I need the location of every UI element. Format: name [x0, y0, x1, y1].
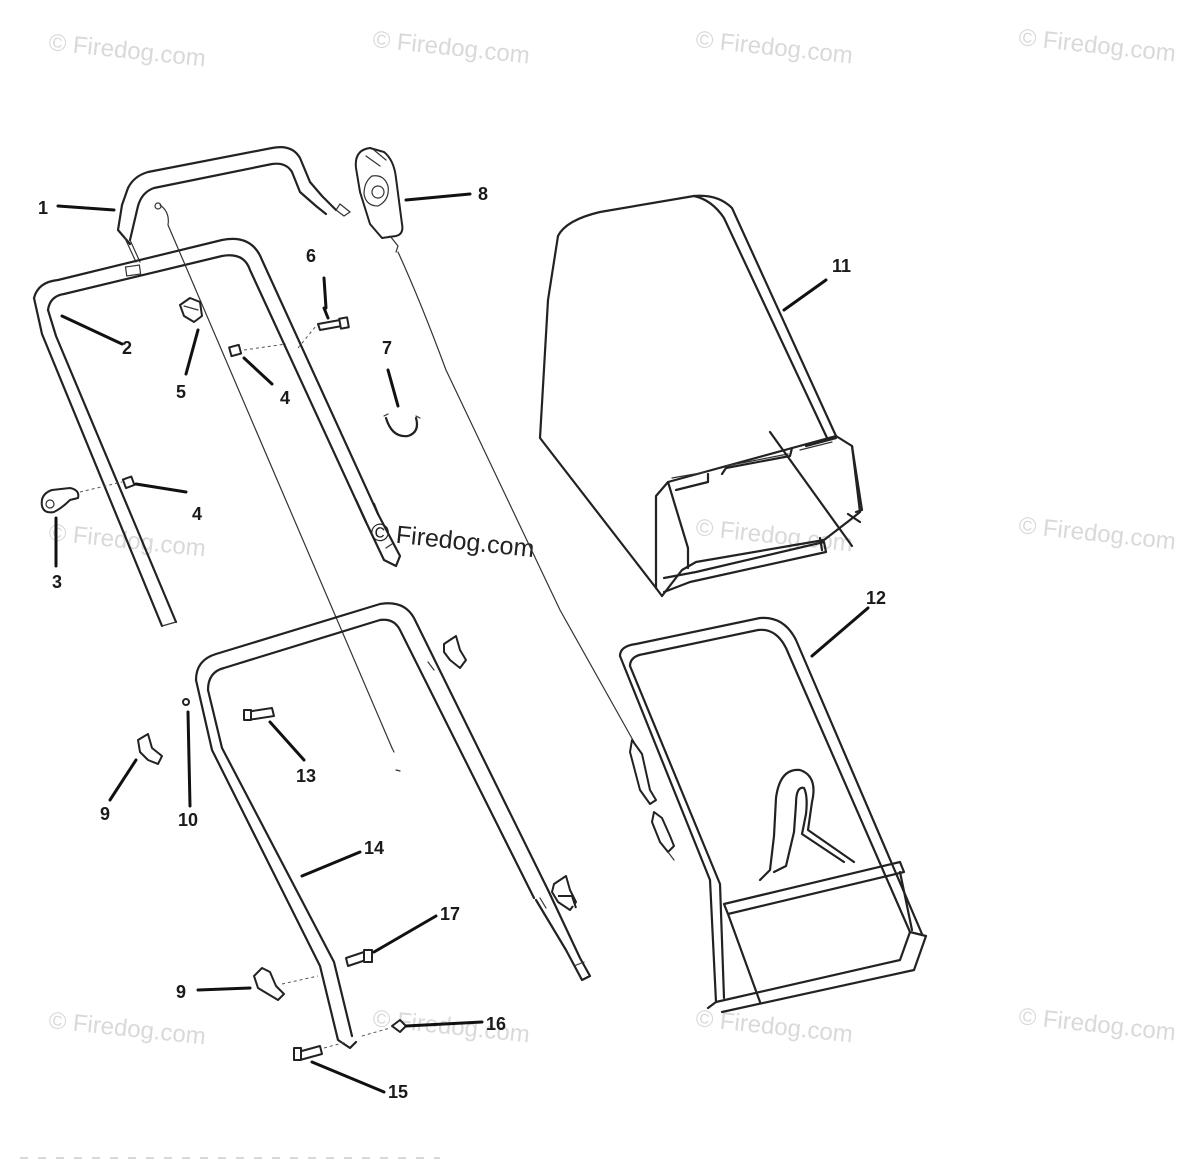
callout-14: 14 — [364, 838, 384, 858]
part-grass-bag — [538, 194, 864, 598]
callout-8: 8 — [478, 184, 488, 204]
callout-9-lower: 9 — [176, 982, 186, 1002]
watermark-layer: © Firedog.com © Firedog.com © Firedog.co… — [47, 24, 1177, 1050]
watermark-bottom-right: © Firedog.com — [1017, 1003, 1177, 1046]
part-control-lever — [354, 147, 675, 861]
part-nut-and-bolt-upper — [228, 316, 350, 358]
callout-1: 1 — [38, 198, 48, 218]
callout-12: 12 — [866, 588, 886, 608]
callout-15: 15 — [388, 1082, 408, 1102]
callout-10: 10 — [178, 810, 198, 830]
part-lower-handle — [194, 602, 592, 1050]
watermark-bottom-center-right: © Firedog.com — [694, 1005, 854, 1048]
callout-16: 16 — [486, 1014, 506, 1034]
part-middle-handle — [32, 237, 402, 628]
callout-11: 11 — [832, 256, 851, 276]
callout-5: 5 — [176, 382, 186, 402]
watermark-top-center-left: © Firedog.com — [371, 26, 531, 69]
watermark-center: © Firedog.com — [369, 518, 535, 563]
part-bag-frame — [618, 616, 928, 1014]
callout-13: 13 — [296, 766, 316, 786]
callout-4-upper: 4 — [280, 388, 290, 408]
watermark-top-center-right: © Firedog.com — [694, 26, 854, 69]
part-knob-and-nut-lower — [40, 475, 136, 514]
callout-labels: 1 2 3 4 4 5 6 7 8 9 9 10 11 12 13 14 15 … — [38, 184, 886, 1102]
watermark-top-left: © Firedog.com — [47, 29, 207, 72]
callout-4-lower: 4 — [192, 504, 202, 524]
part-bolt-13 — [243, 707, 275, 721]
callout-17: 17 — [440, 904, 460, 924]
watermark-top-right: © Firedog.com — [1017, 24, 1177, 67]
part-handle-knobs — [137, 635, 577, 1001]
part-upper-handle — [116, 146, 352, 277]
callout-7: 7 — [382, 338, 392, 358]
callout-6: 6 — [306, 246, 316, 266]
watermark-bottom-left: © Firedog.com — [47, 1007, 207, 1050]
part-bolts-lower — [293, 949, 407, 1061]
watermark-mid-right-b: © Firedog.com — [1017, 512, 1177, 555]
callout-9-upper: 9 — [100, 804, 110, 824]
callout-2: 2 — [122, 338, 132, 358]
leader-lines — [54, 192, 870, 1094]
part-cable-clip — [179, 297, 203, 323]
part-control-cable — [154, 202, 401, 772]
part-u-clip — [383, 413, 421, 438]
callout-3: 3 — [52, 572, 62, 592]
